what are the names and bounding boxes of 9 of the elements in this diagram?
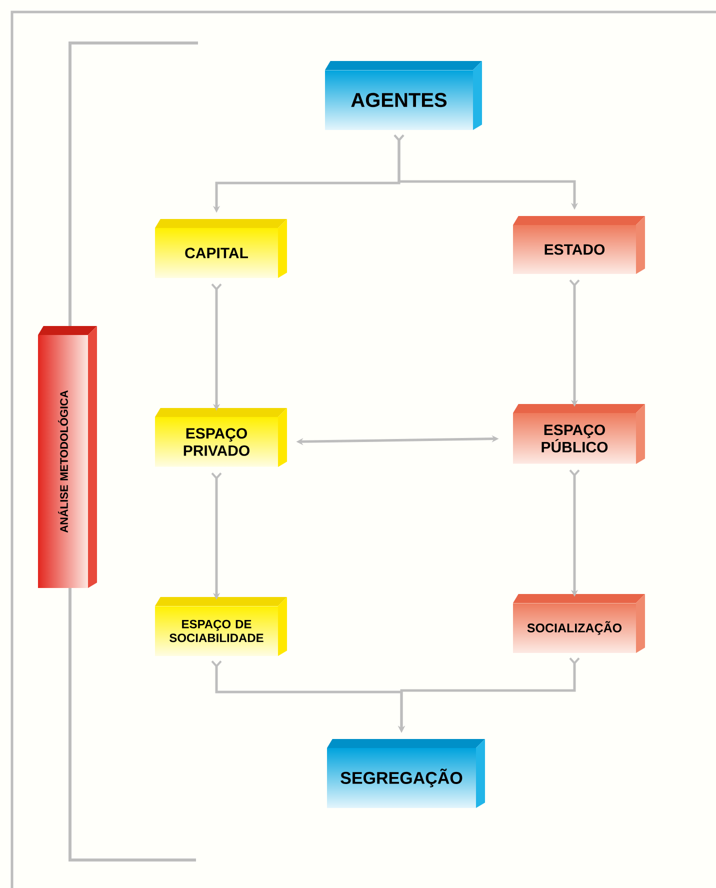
box: ESPAÇO DE SOCIABILIDADE xyxy=(155,597,287,656)
label-bar: ANÁLISE METODOLÓGICA xyxy=(38,326,97,588)
box: SEGREGAÇÃO xyxy=(327,739,485,808)
box: AGENTES xyxy=(325,61,482,130)
box: ESTADO xyxy=(513,216,645,274)
box: ESPAÇO PÚBLICO xyxy=(513,404,645,464)
box: CAPITAL xyxy=(155,219,287,278)
box: ESPAÇO PRIVADO xyxy=(155,408,287,467)
box: SOCIALIZAÇÃO xyxy=(513,594,645,653)
